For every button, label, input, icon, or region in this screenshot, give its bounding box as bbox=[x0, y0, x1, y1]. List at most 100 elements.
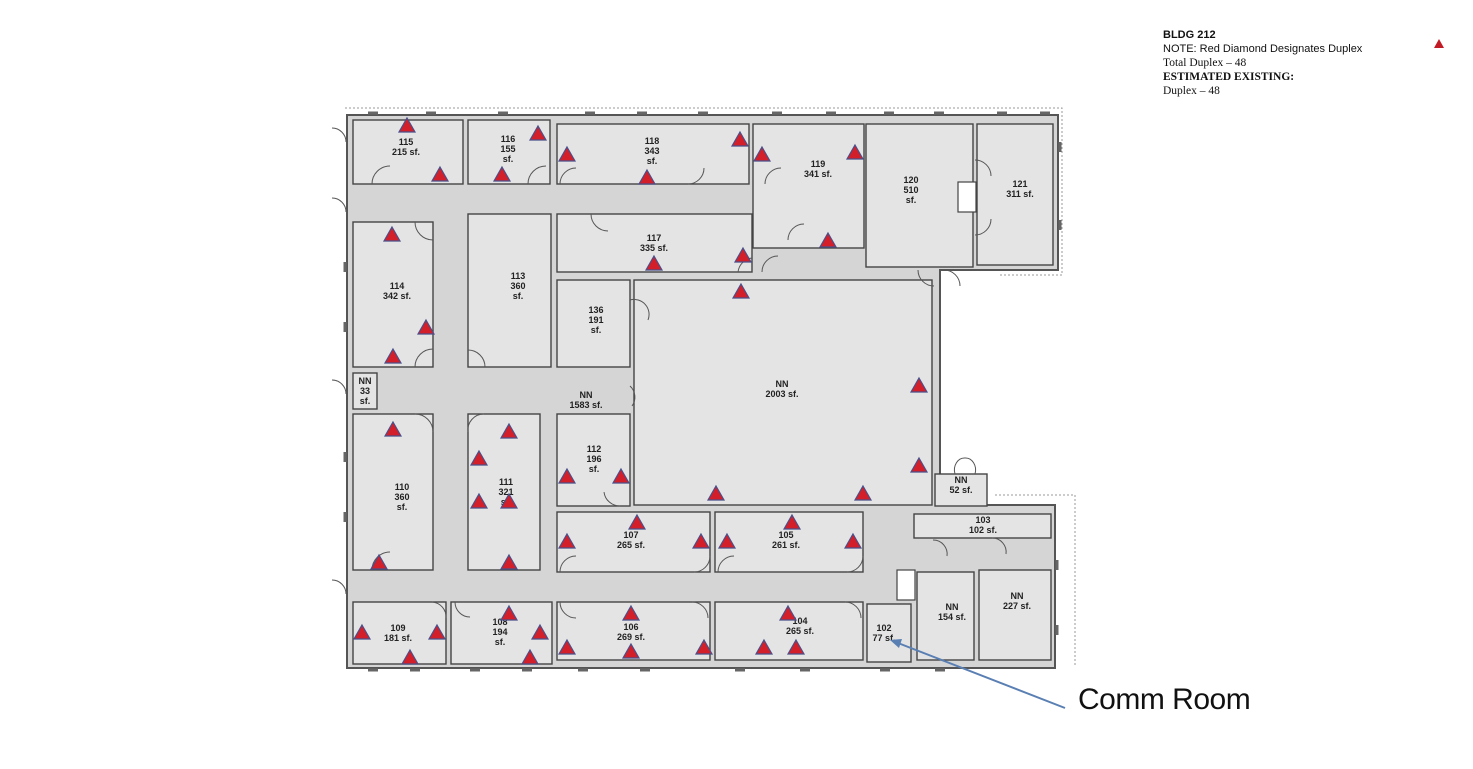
room-136 bbox=[556, 279, 631, 368]
duplex-marker bbox=[492, 165, 512, 182]
room-nn-52 bbox=[934, 473, 988, 507]
duplex-marker bbox=[469, 449, 489, 466]
room-nn-227 bbox=[978, 569, 1052, 661]
duplex-marker bbox=[621, 642, 641, 659]
duplex-marker bbox=[557, 467, 577, 484]
duplex-marker bbox=[611, 467, 631, 484]
duplex-marker bbox=[786, 638, 806, 655]
duplex-marker bbox=[530, 623, 550, 640]
duplex-marker bbox=[383, 420, 403, 437]
duplex-marker bbox=[621, 604, 641, 621]
room-109 bbox=[352, 601, 447, 665]
room-121 bbox=[976, 123, 1054, 266]
room-103 bbox=[913, 513, 1052, 539]
duplex-marker bbox=[383, 347, 403, 364]
duplex-marker bbox=[557, 145, 577, 162]
duplex-marker bbox=[400, 648, 420, 665]
room-112 bbox=[556, 413, 631, 507]
site-outline bbox=[345, 107, 1076, 665]
door-swings bbox=[331, 127, 1007, 619]
room-102 bbox=[866, 603, 912, 663]
room-120 bbox=[865, 123, 974, 268]
duplex-marker bbox=[369, 553, 389, 570]
duplex-marker bbox=[528, 124, 548, 141]
duplex-marker bbox=[520, 648, 540, 665]
duplex-marker bbox=[644, 254, 664, 271]
entry-recess bbox=[957, 181, 977, 213]
duplex-marker bbox=[730, 130, 750, 147]
duplex-marker bbox=[778, 604, 798, 621]
duplex-marker bbox=[469, 492, 489, 509]
duplex-marker bbox=[397, 116, 417, 133]
duplex-marker bbox=[427, 623, 447, 640]
duplex-marker bbox=[733, 246, 753, 263]
duplex-marker bbox=[694, 638, 714, 655]
room-111 bbox=[467, 413, 541, 571]
duplex-marker bbox=[754, 638, 774, 655]
duplex-marker bbox=[499, 422, 519, 439]
duplex-marker bbox=[557, 638, 577, 655]
duplex-markers bbox=[352, 116, 929, 665]
duplex-marker bbox=[352, 623, 372, 640]
room-nn-2003 bbox=[633, 279, 933, 506]
windows bbox=[343, 111, 1062, 672]
duplex-marker bbox=[430, 165, 450, 182]
estimated-existing: ESTIMATED EXISTING: bbox=[1163, 71, 1295, 83]
comm-room-arrow bbox=[890, 639, 1066, 709]
room-113 bbox=[467, 213, 552, 368]
existing-duplex: Duplex – 48 bbox=[1163, 85, 1220, 97]
duplex-marker bbox=[818, 231, 838, 248]
duplex-marker bbox=[382, 225, 402, 242]
duplex-marker bbox=[499, 492, 519, 509]
stair-landing bbox=[896, 569, 916, 601]
duplex-marker bbox=[843, 532, 863, 549]
duplex-marker bbox=[717, 532, 737, 549]
rooms bbox=[352, 119, 1054, 665]
legend-notes: BLDG 212 NOTE: Red Diamond Designates Du… bbox=[1163, 28, 1362, 98]
duplex-marker bbox=[499, 604, 519, 621]
duplex-marker bbox=[557, 532, 577, 549]
total-duplex: Total Duplex – 48 bbox=[1163, 57, 1247, 69]
room-110 bbox=[352, 413, 434, 571]
duplex-note: NOTE: Red Diamond Designates Duplex bbox=[1163, 43, 1363, 55]
duplex-marker bbox=[845, 143, 865, 160]
comm-room-label: Comm Room bbox=[1078, 683, 1251, 716]
duplex-marker bbox=[782, 513, 802, 530]
duplex-marker bbox=[909, 376, 929, 393]
duplex-marker bbox=[909, 456, 929, 473]
room-114 bbox=[352, 221, 434, 368]
room-nn-33 bbox=[352, 372, 378, 410]
duplex-marker bbox=[499, 553, 519, 570]
duplex-marker bbox=[731, 282, 751, 299]
duplex-marker bbox=[637, 168, 657, 185]
duplex-marker bbox=[853, 484, 873, 501]
duplex-marker bbox=[627, 513, 647, 530]
room-118 bbox=[556, 123, 750, 185]
duplex-marker bbox=[706, 484, 726, 501]
duplex-marker bbox=[416, 318, 436, 335]
